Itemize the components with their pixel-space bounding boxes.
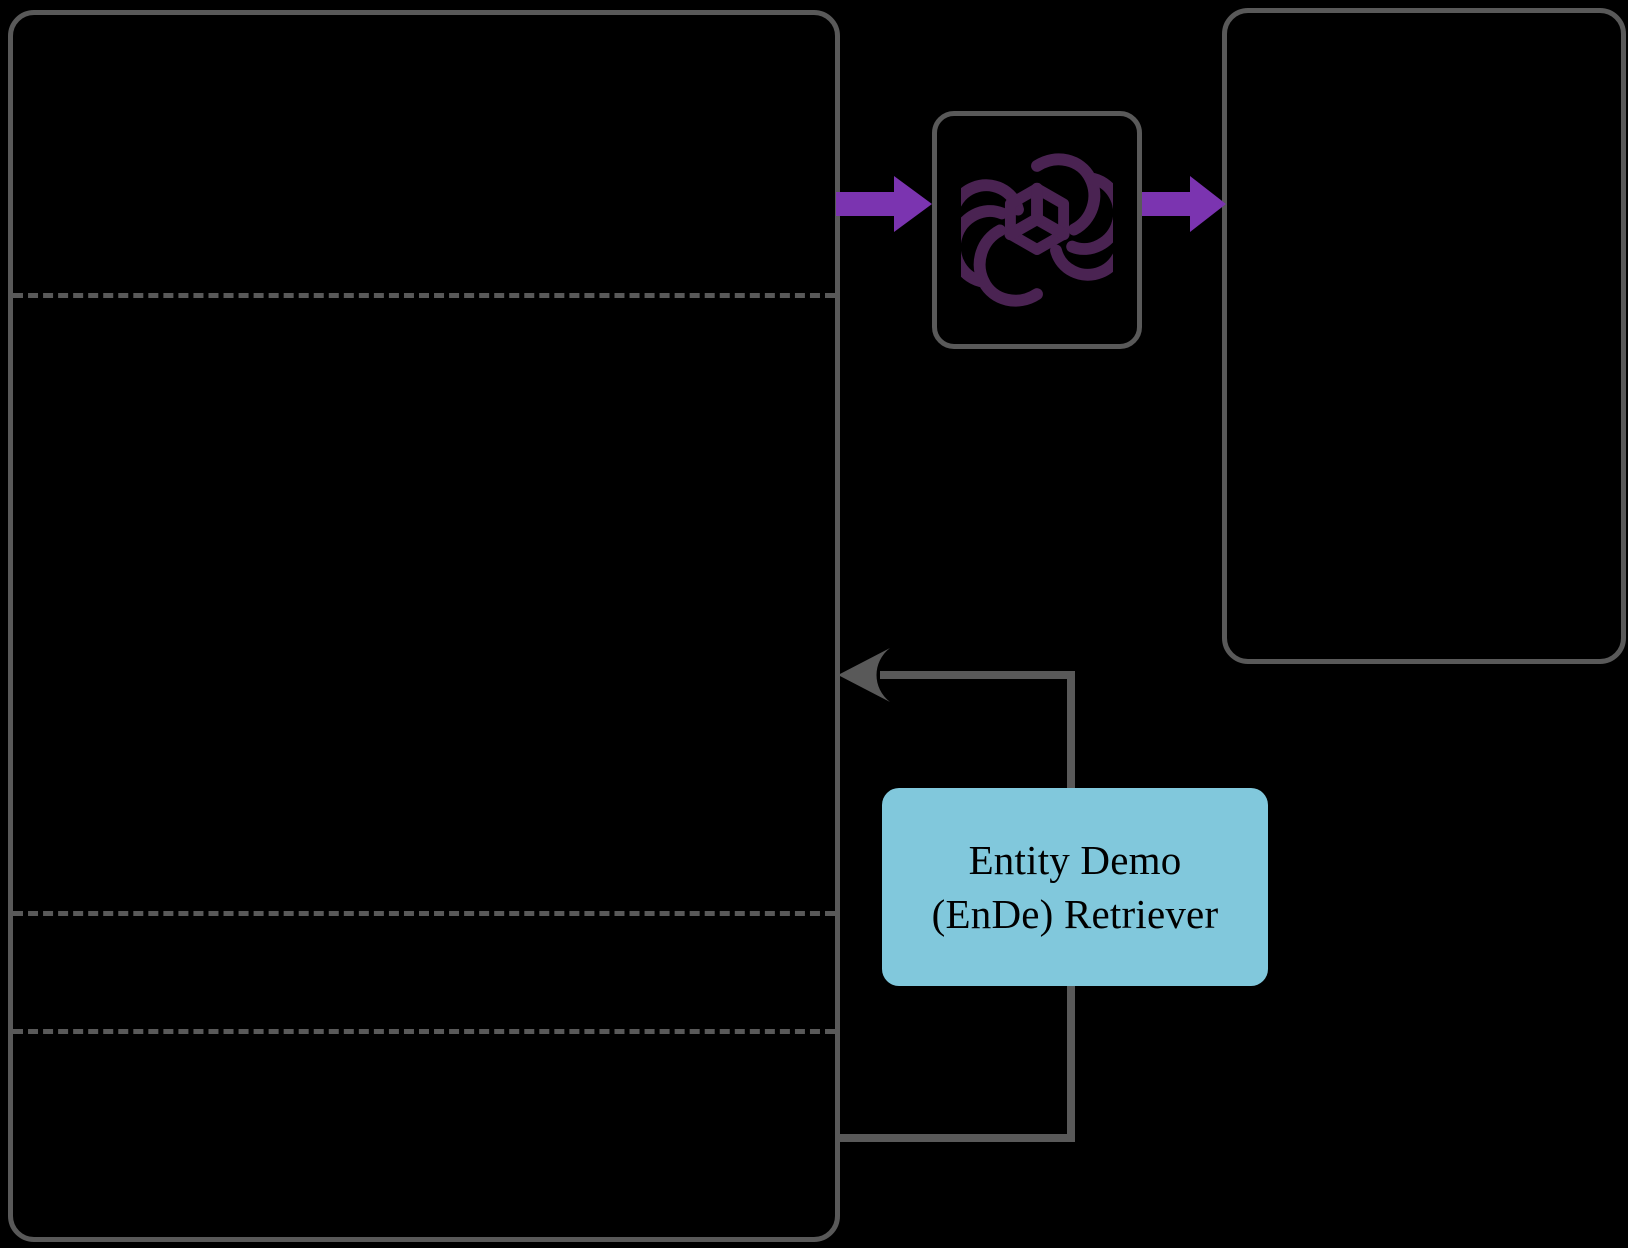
feedback-supply-path [838, 986, 1075, 1142]
retriever-label-line-2: (EnDe) Retriever [931, 891, 1219, 937]
prompt-divider-3 [13, 1029, 835, 1034]
prompt-divider-2 [13, 911, 835, 916]
retriever-label-line-1: Entity Demo [968, 836, 1182, 883]
openai-model-node[interactable] [932, 111, 1142, 349]
feedback-return-path [838, 648, 1075, 788]
entity-demo-retriever-node[interactable]: Entity Demo (EnDe) Retriever [882, 788, 1268, 986]
output-arrow-icon [1142, 176, 1226, 232]
right-output-panel [1222, 8, 1626, 664]
left-prompt-panel [8, 10, 840, 1242]
prompt-divider-1 [13, 293, 835, 298]
openai-logo-icon [961, 153, 1113, 307]
input-arrow-icon [836, 176, 932, 232]
